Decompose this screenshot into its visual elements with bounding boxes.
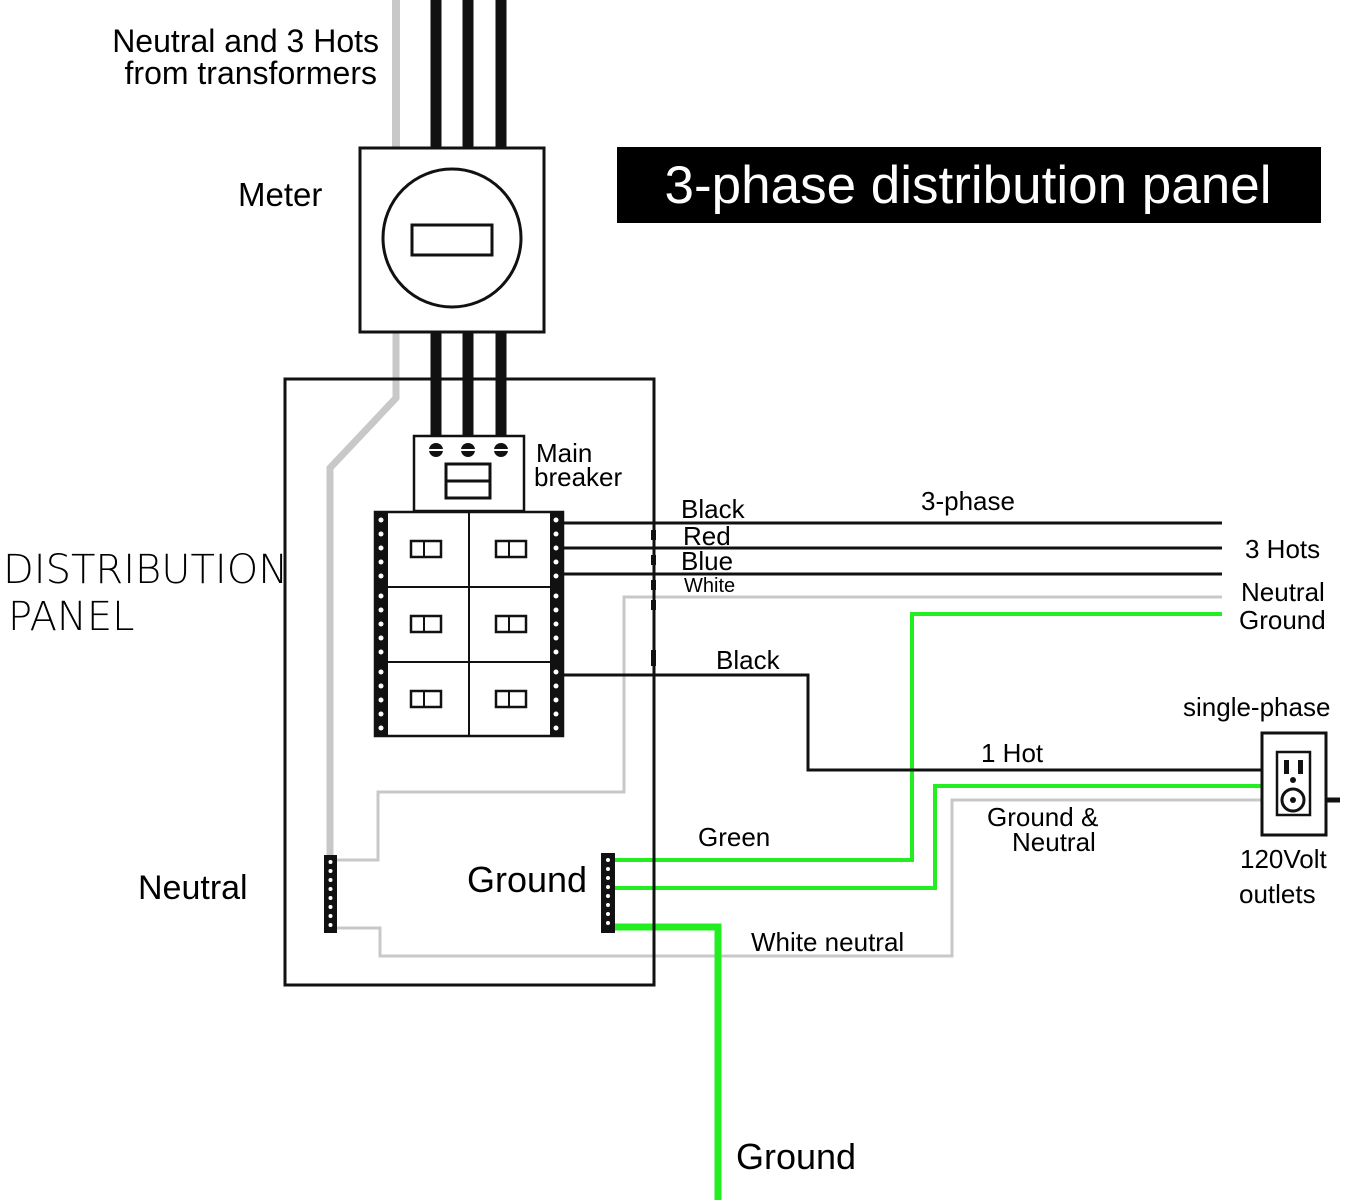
wire-blue-label: Blue — [681, 546, 733, 576]
white-neutral-label: White neutral — [751, 927, 904, 957]
ground-out-label: Ground — [1239, 605, 1326, 635]
panel-enclosure — [283, 377, 656, 987]
breaker-icon — [409, 539, 443, 559]
wire-black-label: Black — [681, 494, 746, 524]
single-phase-label: single-phase — [1183, 692, 1330, 722]
source-label-line2: from transformers — [125, 55, 377, 91]
main-neutral-wire — [326, 332, 400, 860]
meter-icon — [358, 146, 546, 334]
earth-ground-label: Ground — [736, 1136, 856, 1177]
main-breaker-icon — [412, 434, 526, 513]
source-label-line1: Neutral and 3 Hots — [112, 23, 379, 59]
panel-label-line2: PANEL — [8, 594, 134, 640]
ground-bar-label: Ground — [467, 859, 587, 900]
panel-label-line1: DISTRIBUTION — [3, 547, 288, 593]
breaker-icon — [494, 614, 528, 634]
ground-neutral-label-line1: Ground & — [987, 802, 1098, 832]
wire-red-label: Red — [683, 521, 731, 551]
feeder-white-wire — [334, 595, 1222, 862]
ground-bus-bar-icon — [601, 853, 615, 933]
breaker-icon — [494, 539, 528, 559]
green-label: Green — [698, 822, 770, 852]
main-breaker-label-line1: Main — [536, 438, 592, 468]
wires — [326, 0, 1340, 1200]
wire-white-label: White — [684, 575, 735, 597]
neutral-out-label: Neutral — [1241, 577, 1325, 607]
main-breaker-label-line2: breaker — [534, 462, 622, 492]
breaker-icon — [494, 689, 528, 709]
breaker-bank — [373, 510, 565, 738]
breaker-icon — [409, 614, 443, 634]
neutral-bar-label: Neutral — [138, 869, 248, 907]
single-hot-wire — [560, 673, 1262, 772]
labels: Neutral and 3 Hots from transformers Met… — [3, 23, 1330, 1177]
meter-label: Meter — [238, 176, 322, 213]
breaker-icon — [409, 689, 443, 709]
ground-neutral-label-line2: Neutral — [1012, 827, 1096, 857]
earth-ground-wire — [612, 923, 722, 1200]
panel-knockouts — [651, 530, 656, 666]
single-ground-wire — [612, 784, 1262, 890]
feeder-ground-wire — [612, 612, 1222, 862]
three-phase-label: 3-phase — [921, 486, 1015, 516]
outlets-label-line2: outlets — [1239, 879, 1316, 909]
title-banner: 3-phase distribution panel — [617, 147, 1321, 223]
outlets-label-line1: 120Volt — [1240, 844, 1328, 874]
outlet-icon — [1260, 731, 1328, 837]
diagram-title: 3-phase distribution panel — [665, 156, 1272, 215]
three-hots-label: 3 Hots — [1245, 534, 1320, 564]
neutral-bus-bar-icon — [324, 855, 337, 933]
one-hot-label: 1 Hot — [981, 738, 1044, 768]
single-neutral-wire — [334, 798, 1262, 958]
black-single-label: Black — [716, 645, 781, 675]
